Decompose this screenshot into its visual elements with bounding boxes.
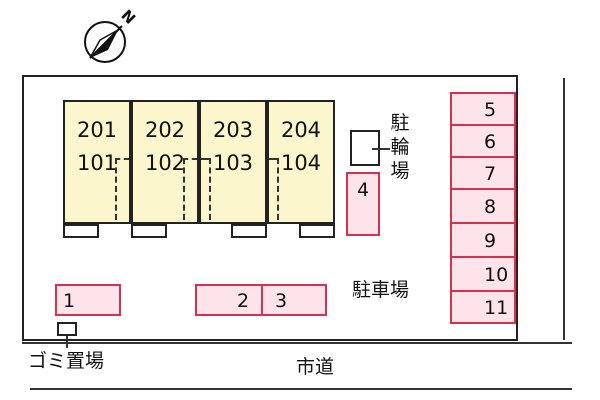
parking-space-6: 6 (450, 124, 516, 158)
road-edge-top (22, 342, 572, 344)
entrance-step (231, 224, 267, 238)
entrance-step (299, 224, 335, 238)
parking-space-8: 8 (450, 188, 516, 224)
parking-space-7: 7 (450, 156, 516, 190)
garbage-area-label: ゴミ置場 (28, 350, 105, 372)
unit-203: 203 (212, 118, 254, 142)
bicycle-parking-box (350, 130, 380, 166)
parking-space-2: 2 (195, 284, 263, 316)
unit-201: 201 (76, 118, 118, 142)
unit-204-104: 204 104 (267, 100, 335, 224)
parking-space-1: 1 (55, 284, 121, 316)
unit-103: 103 (212, 151, 254, 175)
unit-202: 202 (144, 118, 186, 142)
parking-space-9: 9 (450, 222, 516, 258)
road-edge-bottom (30, 388, 572, 390)
parking-space-4: 4 (346, 172, 380, 236)
parking-space-11: 11 (450, 290, 516, 324)
bicycle-parking-label: 駐 輪 場 (390, 112, 410, 182)
unit-201-101: 201 101 (63, 100, 131, 224)
entrance-step (63, 224, 99, 238)
bicycle-parking-leader (372, 148, 390, 150)
entrance-step (131, 224, 167, 238)
compass-icon: N (78, 6, 142, 64)
boundary-line (563, 78, 565, 340)
unit-203-103: 203 103 (199, 100, 267, 224)
unit-204: 204 (280, 118, 322, 142)
parking-space-10: 10 (450, 256, 516, 292)
parking-lot-label: 駐車場 (352, 279, 410, 301)
unit-104: 104 (280, 151, 322, 175)
parking-space-5: 5 (450, 92, 516, 126)
garbage-area-box (57, 322, 77, 336)
unit-101: 101 (76, 151, 118, 175)
unit-102: 102 (144, 151, 186, 175)
unit-202-102: 202 102 (131, 100, 199, 224)
road-label: 市道 (296, 356, 335, 378)
garbage-leader (66, 336, 68, 348)
parking-space-3: 3 (261, 284, 327, 316)
